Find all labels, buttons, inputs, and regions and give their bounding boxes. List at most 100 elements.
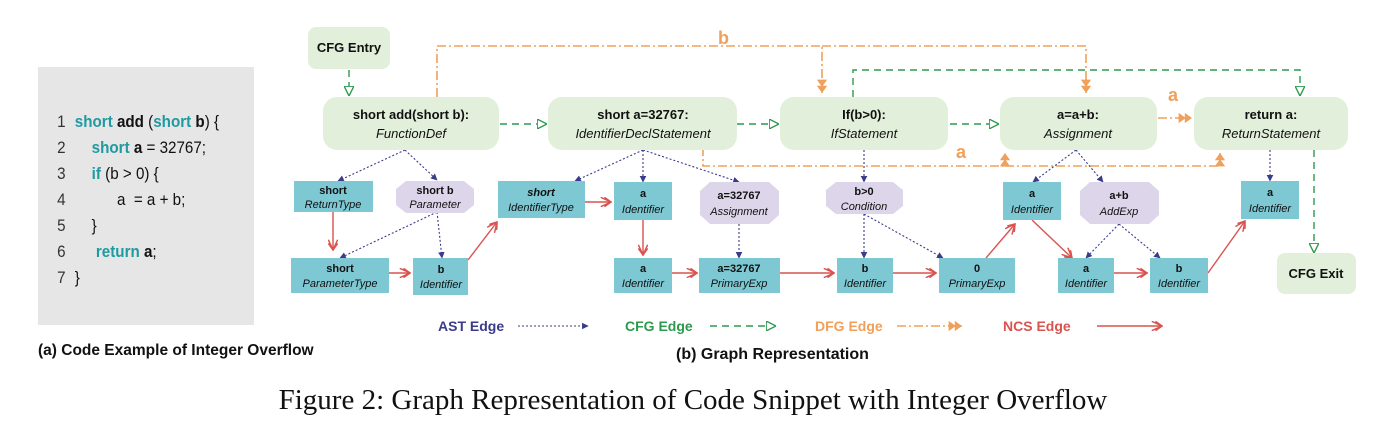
code-line: 2 short a = 32767; [38, 139, 250, 165]
node-return-type: short ReturnType [294, 181, 373, 212]
line-number: 2 [57, 139, 66, 157]
svg-text:IfStatement: IfStatement [831, 126, 899, 141]
node-decl-identifier: a Identifier [614, 182, 672, 220]
svg-text:FunctionDef: FunctionDef [376, 126, 447, 141]
dfg-edge-decl-to-asg [702, 147, 1011, 167]
svg-text:ParameterType: ParameterType [303, 278, 378, 290]
code-line: 4 a = a + b; [38, 191, 250, 217]
node-condition: b>0 Condition [826, 182, 903, 214]
code-token: (b > 0) { [100, 165, 159, 183]
node-add-exp: a+b AddExp [1080, 182, 1159, 224]
legend-ncs-label: NCS Edge [1003, 318, 1071, 334]
stmt-function-def: short add(short b): FunctionDef [323, 97, 499, 150]
svg-text:Identifier: Identifier [622, 278, 666, 290]
dfg-edge-decl-to-ret [1005, 153, 1226, 167]
code-line: 1 short add (short b) { [38, 113, 250, 139]
line-number: 7 [57, 269, 66, 287]
cfg-exit-node: CFG Exit [1277, 253, 1356, 294]
stmt-assignment: a=a+b: Assignment [1000, 97, 1157, 150]
svg-text:a: a [640, 263, 647, 275]
code-token: a [129, 139, 143, 157]
node-return-identifier: a Identifier [1241, 181, 1299, 219]
code-token: a = a + b; [74, 191, 186, 209]
node-add-a-identifier: a Identifier [1058, 258, 1114, 293]
node-parameter-type: short ParameterType [291, 258, 389, 293]
node-cond-identifier: b Identifier [837, 258, 893, 293]
svg-text:Condition: Condition [841, 201, 887, 213]
svg-text:short: short [527, 187, 556, 199]
line-number: 4 [57, 191, 66, 209]
svg-text:b>0: b>0 [854, 186, 873, 198]
node-identifier-type: short IdentifierType [498, 181, 585, 218]
svg-text:Identifier: Identifier [1065, 278, 1109, 290]
code-token: = 32767; [142, 139, 207, 157]
node-add-b-identifier: b Identifier [1150, 258, 1208, 293]
code-text: } [75, 269, 80, 288]
legend: AST Edge CFG Edge DFG Edge NCS Edge [438, 318, 1162, 334]
code-text: if (b > 0) { [75, 165, 159, 184]
code-panel: 1 short add (short b) { 2 short a = 32767;… [38, 67, 254, 325]
line-number: 5 [57, 217, 66, 235]
svg-text:IdentifierType: IdentifierType [508, 202, 574, 214]
svg-text:ReturnStatement: ReturnStatement [1222, 126, 1322, 141]
code-keyword: short [74, 139, 130, 157]
svg-text:Parameter: Parameter [409, 199, 462, 211]
dfg-label-a-upper: a [1168, 85, 1179, 105]
line-number: 6 [57, 243, 66, 261]
svg-text:AddExp: AddExp [1099, 206, 1139, 218]
code-token: ; [152, 243, 157, 261]
figure-caption: Figure 2: Graph Representation of Code S… [278, 384, 1108, 416]
svg-text:a: a [1083, 263, 1090, 275]
svg-text:Identifier: Identifier [844, 278, 888, 290]
code-line: 7} [38, 269, 250, 295]
code-keyword: return [74, 243, 140, 261]
code-token: } [74, 217, 97, 235]
svg-text:Identifier: Identifier [420, 279, 464, 291]
svg-text:a: a [1267, 187, 1274, 199]
code-keyword: short [153, 113, 192, 131]
code-text: short add (short b) { [75, 113, 219, 132]
legend-ast-label: AST Edge [438, 318, 504, 334]
code-text: a = a + b; [74, 191, 186, 210]
svg-text:IdentifierDeclStatement: IdentifierDeclStatement [575, 126, 712, 141]
svg-text:CFG Exit: CFG Exit [1289, 266, 1345, 281]
line-number: 1 [57, 113, 66, 131]
code-token: b [191, 113, 205, 131]
svg-text:Identifier: Identifier [1249, 203, 1293, 215]
node-decl-assign-identifier: a Identifier [614, 258, 672, 293]
svg-text:Assignment: Assignment [709, 206, 768, 218]
svg-text:Identifier: Identifier [622, 204, 666, 216]
svg-text:short: short [326, 263, 354, 275]
code-token: add [112, 113, 149, 131]
node-parameter: short b Parameter [396, 181, 474, 213]
node-cond-primary-exp: 0 PrimaryExp [939, 258, 1015, 293]
stmt-return: return a: ReturnStatement [1194, 97, 1348, 150]
svg-text:b: b [1176, 263, 1183, 275]
code-text: return a; [75, 243, 157, 262]
svg-text:Identifier: Identifier [1011, 204, 1055, 216]
cfg-edge-3-5 [852, 69, 1300, 97]
cfg-entry-node: CFG Entry [308, 27, 390, 69]
svg-text:Identifier: Identifier [1158, 278, 1202, 290]
code-keyword: if [74, 165, 101, 183]
dfg-label-a-lower: a [956, 142, 967, 162]
svg-text:short b: short b [416, 185, 454, 197]
dfg-edge-param-to-if [436, 45, 828, 97]
svg-text:If(b>0):: If(b>0): [842, 107, 886, 122]
svg-text:a=a+b:: a=a+b: [1057, 107, 1099, 122]
ncs-edges [333, 202, 1245, 273]
code-text: } [75, 217, 97, 236]
svg-text:a+b: a+b [1109, 190, 1129, 202]
svg-text:a: a [1029, 188, 1036, 200]
code-token: ) { [204, 113, 220, 131]
dfg-edge-param-to-asg [822, 45, 1092, 93]
svg-text:a: a [640, 188, 647, 200]
svg-text:0: 0 [974, 263, 980, 275]
cfg-edges [349, 69, 1314, 252]
line-number: 3 [57, 165, 66, 183]
node-asg-identifier: a Identifier [1003, 182, 1061, 220]
svg-text:short add(short b):: short add(short b): [353, 107, 469, 122]
code-token: a [139, 243, 153, 261]
node-param-identifier: b Identifier [413, 258, 468, 295]
